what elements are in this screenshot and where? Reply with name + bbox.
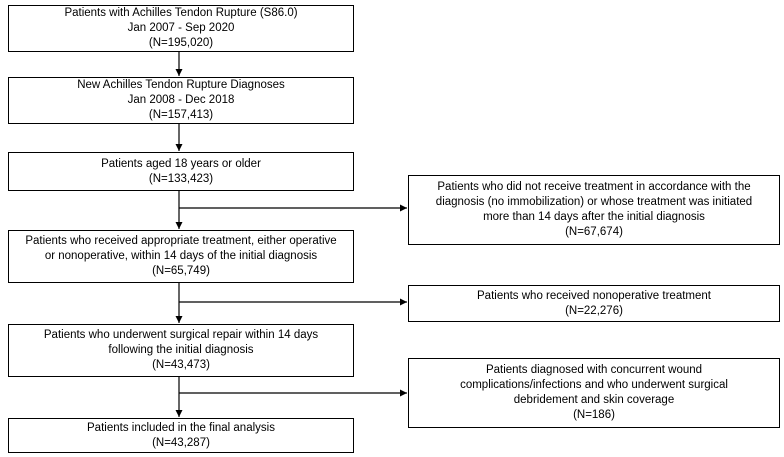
- flow-box-new-diagnoses: New Achilles Tendon Rupture Diagnoses Ja…: [8, 77, 354, 124]
- flow-box-initial-cohort: Patients with Achilles Tendon Rupture (S…: [8, 5, 354, 52]
- flow-box-surgical-repair: Patients who underwent surgical repair w…: [8, 324, 354, 377]
- exclusion-box-no-treatment: Patients who did not receive treatment i…: [408, 175, 780, 245]
- flow-box-age-filter: Patients aged 18 years or older (N=133,4…: [8, 152, 354, 191]
- flow-box-appropriate-treatment: Patients who received appropriate treatm…: [8, 230, 354, 283]
- exclusion-box-nonoperative: Patients who received nonoperative treat…: [408, 285, 780, 322]
- flow-box-final-analysis: Patients included in the final analysis …: [8, 418, 354, 453]
- exclusion-box-wound-complications: Patients diagnosed with concurrent wound…: [408, 358, 780, 428]
